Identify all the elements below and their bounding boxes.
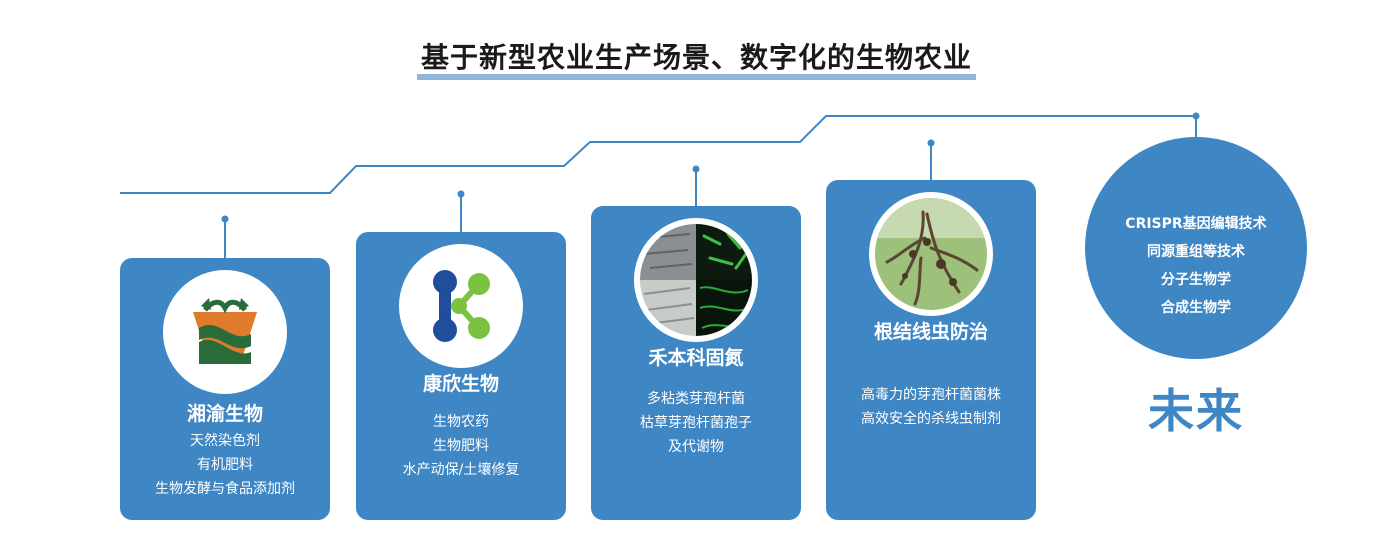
card-item: 生物发酵与食品添加剂 (155, 481, 295, 497)
card-kangxin: 康欣生物 生物农药 生物肥料 水产动保/土壤修复 (356, 232, 566, 520)
xiangyu-logo (163, 270, 287, 394)
kangxin-logo (399, 244, 523, 368)
card-item: 多粘类芽孢杆菌 (647, 391, 745, 407)
card-item: 有机肥料 (197, 457, 253, 473)
node-dot-5 (1192, 112, 1200, 120)
card-xiangyu: 湘渝生物 天然染色剂 有机肥料 生物发酵与食品添加剂 (120, 258, 330, 520)
card-nitrogen-fixation: 禾本科固氮 多粘类芽孢杆菌 枯草芽孢杆菌孢子 及代谢物 (591, 206, 801, 520)
node-dot-2 (457, 190, 465, 198)
node-dot-4 (927, 139, 935, 147)
node-dot-3 (692, 165, 700, 173)
node-dot-1 (221, 215, 229, 223)
card-items: 生物农药 生物肥料 水产动保/土壤修复 (356, 410, 566, 482)
future-circle: CRISPR基因编辑技术 同源重组等技术 分子生物学 合成生物学 (1085, 137, 1307, 359)
card-item: 枯草芽孢杆菌孢子 (640, 415, 752, 431)
card-title: 湘渝生物 (186, 403, 263, 425)
card-title: 禾本科固氮 (648, 347, 744, 369)
future-item: 分子生物学 (1161, 272, 1231, 288)
card-title: 康欣生物 (422, 373, 499, 395)
card-nematode-control: 根结线虫防治 高毒力的芽孢杆菌菌株 高效安全的杀线虫制剂 (826, 180, 1036, 520)
card-item: 天然染色剂 (190, 433, 260, 449)
card-item: 高效安全的杀线虫制剂 (861, 411, 1001, 427)
card-items: 高毒力的芽孢杆菌菌株 高效安全的杀线虫制剂 (826, 383, 1036, 431)
card-title: 根结线虫防治 (873, 321, 988, 343)
card-item: 水产动保/土壤修复 (402, 462, 520, 478)
card-item: 生物农药 (433, 414, 489, 430)
card-items: 天然染色剂 有机肥料 生物发酵与食品添加剂 (120, 429, 330, 501)
future-item: CRISPR基因编辑技术 (1125, 216, 1267, 232)
timeline-line (120, 115, 1196, 194)
root-photo-image (869, 192, 993, 316)
microscopy-image (634, 218, 758, 342)
future-item: 同源重组等技术 (1147, 244, 1245, 260)
page-title: 基于新型农业生产场景、数字化的生物农业 (416, 38, 977, 80)
future-label: 未来 (1148, 384, 1244, 438)
card-item: 生物肥料 (433, 438, 489, 454)
card-item: 高毒力的芽孢杆菌菌株 (861, 387, 1001, 403)
card-item: 及代谢物 (668, 439, 724, 455)
card-items: 多粘类芽孢杆菌 枯草芽孢杆菌孢子 及代谢物 (591, 387, 801, 459)
future-items: CRISPR基因编辑技术 同源重组等技术 分子生物学 合成生物学 (1085, 210, 1307, 322)
future-item: 合成生物学 (1161, 300, 1231, 316)
